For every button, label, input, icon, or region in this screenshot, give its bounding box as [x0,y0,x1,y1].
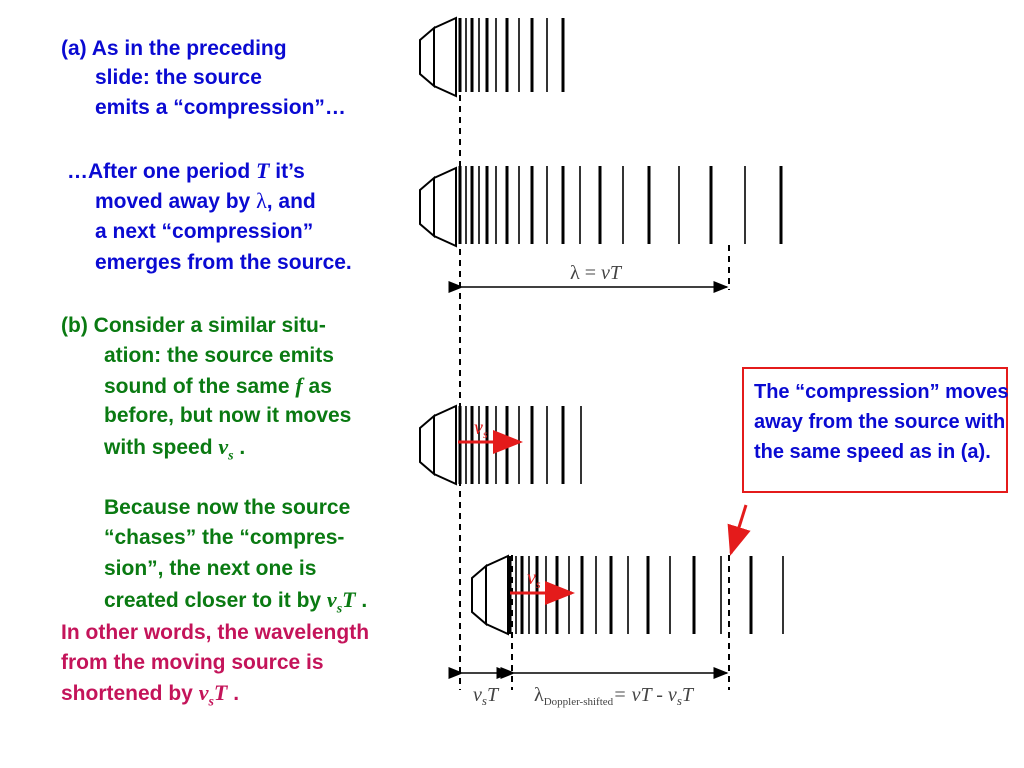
speaker-icon-4 [471,554,509,636]
text-c-line4: created closer to it by vsT . [104,585,367,623]
text-m-line2: from the moving source is [61,651,324,674]
text-a-line2: slide: the source [95,66,262,89]
text-a-line3: emits a “compression”… [95,96,346,119]
symbol-vsT: vsT [326,587,356,617]
speaker-icon-2 [419,166,457,248]
after-line2-pre: moved away by [95,190,257,213]
symbol-vs: vs [218,434,234,464]
vs-label-1: vs [474,417,488,441]
symbol-lambda: λ [256,188,267,213]
wavefronts-a-2 [458,166,783,244]
text-c-line3: sion”, the next one is [104,557,317,580]
m-line3-post: . [227,682,240,705]
text-m-line3: shortened by vsT . [61,678,239,716]
text-a-line1: (a) As in the preceding [61,37,287,60]
callout-text: The “compression” moves away from the so… [754,381,1009,463]
b-line3-pre: sound of the same [104,375,296,398]
speaker-icon-3 [419,404,457,486]
callout-pointer-arrow [727,504,751,556]
symbol-f: f [295,373,303,398]
m-line3-pre: shortened by [61,682,199,705]
c-line4-pre: created closer to it by [104,589,327,612]
text-b-line2: ation: the source emits [104,344,334,367]
text-after-line3: a next “compression” [95,220,314,243]
text-after-line4: emerges from the source. [95,251,352,274]
doppler-label: λDoppler-shifted= vT - vsT [534,684,695,708]
after-line2-post: , and [266,190,316,213]
speaker-icon-1 [419,16,457,98]
text-after-line2: moved away by λ, and [95,186,316,216]
vsT-label: vsT [473,684,500,708]
text-c-line2: “chases” the “compres- [104,526,345,549]
text-m-line1: In other words, the wavelength [61,621,370,644]
callout-box: The “compression” moves away from the so… [742,367,1009,493]
text-c-line1: Because now the source [104,496,351,519]
text-after-line1: …After one period T it’s [67,156,305,186]
symbol-T: T [256,158,270,183]
text-b-line5: with speed vs . [104,432,245,470]
after-line1-pre: …After one period [67,160,257,183]
after-line1-post: it’s [269,160,305,183]
b-line5-post: . [233,436,246,459]
text-b-line3: sound of the same f as [104,371,332,401]
b-line5-pre: with speed [104,436,219,459]
text-b-line1: (b) Consider a similar situ- [61,314,326,337]
wavefronts-a-1 [458,18,565,92]
lambda-label: λ = vT [570,262,623,284]
symbol-vsT-2: vsT [198,680,228,710]
text-b-line4: before, but now it moves [104,404,352,427]
c-line4-post: . [355,589,368,612]
wavefronts-b-2 [508,556,784,634]
b-line3-post: as [302,375,332,398]
wavefronts-b-1 [458,406,582,484]
vs-label-2: vs [527,567,541,591]
